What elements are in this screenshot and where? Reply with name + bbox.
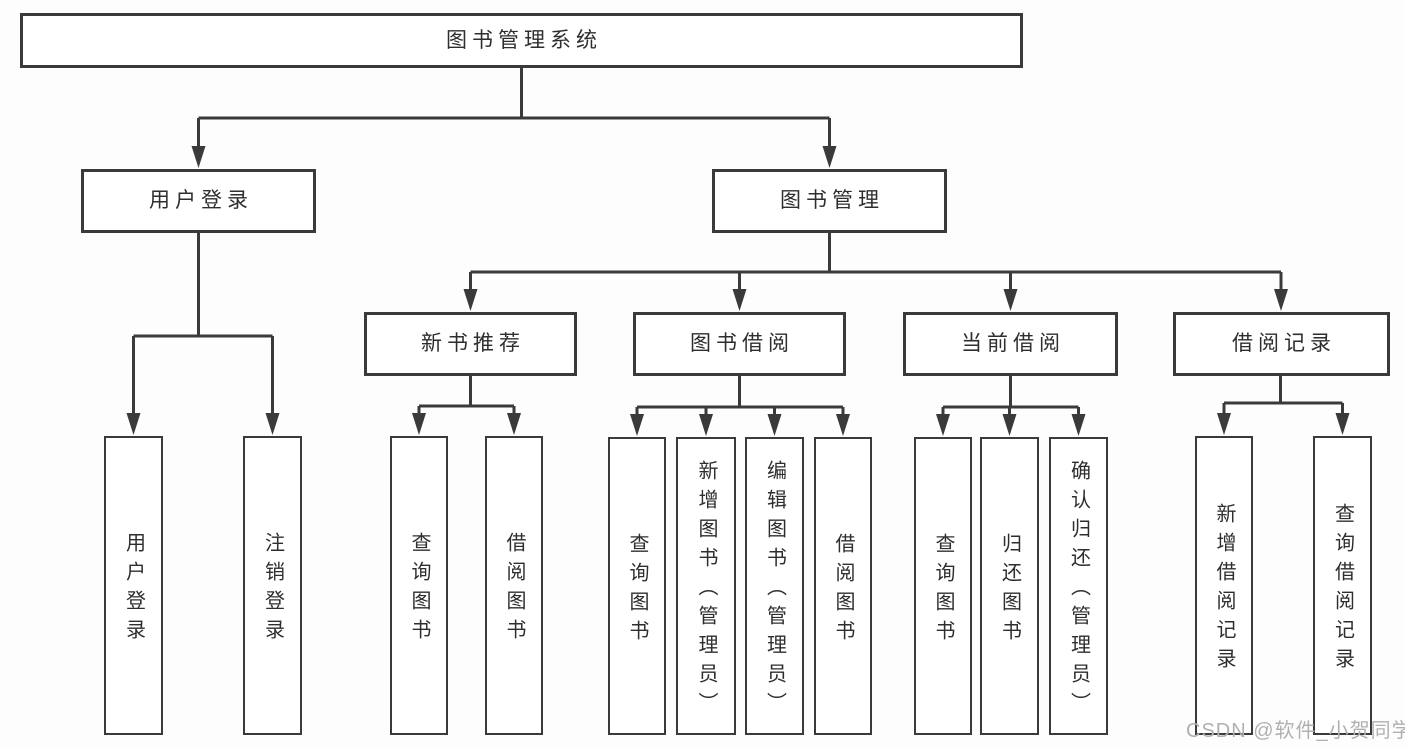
node-label: 当前借阅: [961, 332, 1065, 356]
node-borrowing-records: 借阅记录: [1173, 312, 1390, 376]
node-label: 查询图书: [626, 532, 648, 649]
node-label: 借阅图书: [503, 532, 525, 648]
node-label: 查询图书: [408, 532, 430, 648]
leaf-cb-return-books: 归还图书: [980, 437, 1039, 735]
node-label: 查询借阅记录: [1331, 503, 1354, 677]
node-label: 借阅记录: [1232, 332, 1336, 356]
node-label: 新书推荐: [421, 332, 525, 356]
node-book-borrowing: 图书借阅: [633, 312, 846, 376]
leaf-bb-add-books-admin: 新增图书（管理员）: [676, 437, 736, 735]
leaf-bb-borrow-books: 借阅图书: [814, 437, 872, 735]
node-label: 查询图书: [932, 532, 954, 649]
leaf-bb-edit-books-admin: 编辑图书（管理员）: [745, 437, 804, 735]
node-library-system: 图书管理系统: [20, 13, 1023, 68]
leaf-cb-query-books: 查询图书: [914, 437, 972, 735]
node-label: 新增借阅记录: [1213, 503, 1235, 677]
leaf-nbr-query-books: 查询图书: [390, 436, 448, 735]
node-label: 编辑图书（管理员）: [763, 460, 786, 721]
leaf-cb-confirm-return-admin: 确认归还（管理员）: [1049, 437, 1108, 735]
node-label: 借阅图书: [832, 532, 854, 649]
node-current-borrowing: 当前借阅: [903, 312, 1118, 376]
node-label: 图书借阅: [690, 332, 794, 356]
node-label: 用户登录: [149, 189, 253, 213]
leaf-nbr-borrow-books: 借阅图书: [485, 436, 543, 735]
node-user-login-group: 用户登录: [81, 169, 316, 233]
node-label: 用户登录: [122, 532, 145, 648]
node-label: 注销登录: [261, 532, 284, 648]
csdn-watermark: CSDN @软件_小贺同学: [1186, 720, 1405, 742]
node-label: 确认归还（管理员）: [1067, 460, 1090, 721]
leaf-user-login: 用户登录: [104, 436, 163, 735]
leaf-br-add-record: 新增借阅记录: [1195, 436, 1253, 735]
node-book-management: 图书管理: [712, 169, 947, 233]
leaf-br-query-record: 查询借阅记录: [1313, 436, 1372, 735]
node-new-book-recommend: 新书推荐: [364, 312, 577, 376]
node-label: 新增图书（管理员）: [695, 460, 717, 721]
leaf-bb-query-books: 查询图书: [608, 437, 666, 735]
node-label: 归还图书: [998, 532, 1021, 649]
node-label: 图书管理: [780, 189, 884, 213]
node-label: 图书管理系统: [446, 28, 602, 52]
leaf-logout: 注销登录: [243, 436, 302, 735]
